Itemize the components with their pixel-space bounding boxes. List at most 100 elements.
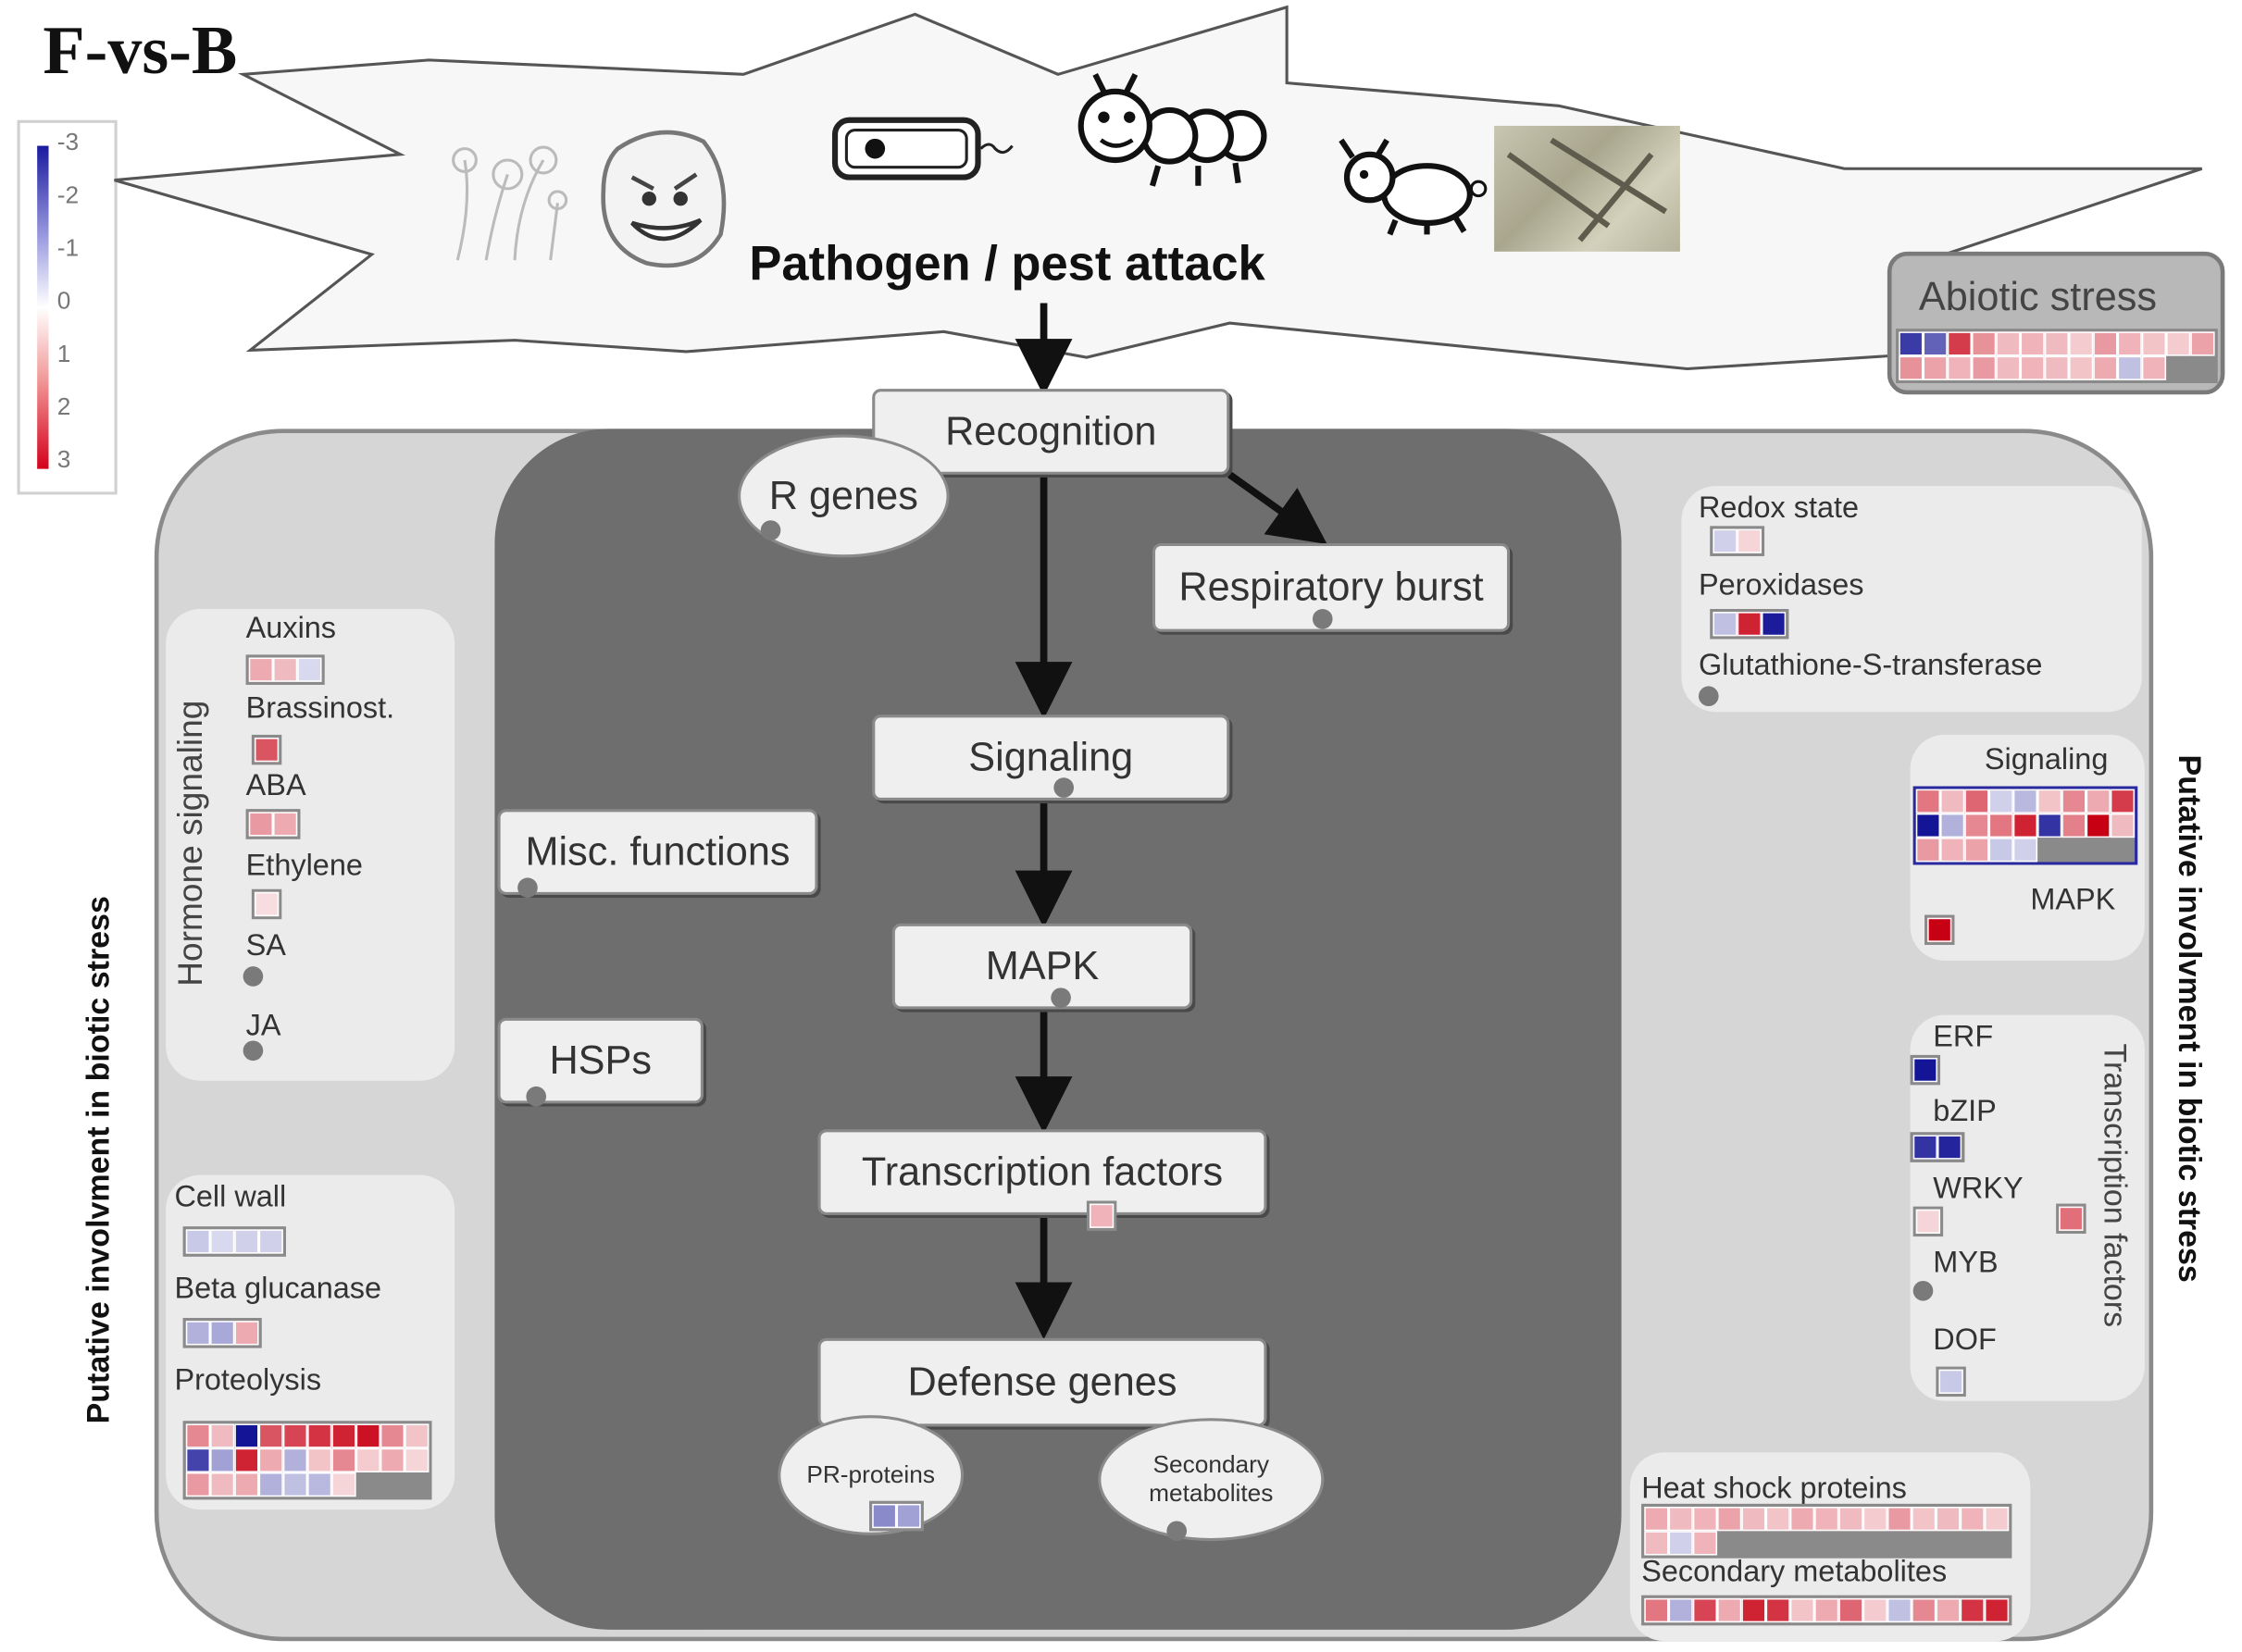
heatmap-cell	[331, 1472, 356, 1497]
hsps-box: HSPs	[497, 1017, 704, 1104]
heatmap-cell	[2110, 813, 2136, 838]
heatmap-cell	[1996, 355, 2021, 380]
heatmap-cell	[1960, 1597, 1985, 1623]
heatmap-cell	[2037, 789, 2062, 814]
heatmap-cell	[355, 1423, 380, 1448]
heatmap-cell	[1915, 813, 1941, 838]
heatmap-cell	[185, 1423, 211, 1448]
heatmap-tf-side	[2056, 1203, 2086, 1234]
myb-label: MYB	[1933, 1246, 1999, 1280]
heatmap-cell	[2037, 813, 2062, 838]
right-mapk-label: MAPK	[2030, 883, 2116, 917]
heatmap-cell	[1940, 789, 1965, 814]
legend-tick-label: 1	[56, 340, 71, 367]
heatmap-cell	[1964, 789, 1989, 814]
secondary-metabolites-dot	[1166, 1521, 1188, 1542]
heatmap-cell	[258, 1447, 283, 1472]
heatmap-cell	[405, 1447, 430, 1472]
mapk-box: MAPK	[891, 923, 1193, 1010]
left-side-label: Putative involvment in biotic stress	[80, 896, 117, 1424]
heatmap-cell	[234, 1447, 259, 1472]
heatmap-cell	[1972, 355, 1997, 380]
heatmap-cell	[282, 1447, 308, 1472]
heatmap-cell	[254, 738, 280, 763]
heatmap-cell	[1936, 1597, 1961, 1623]
heatmap-cell	[248, 812, 274, 837]
heatmap-cell	[872, 1503, 897, 1529]
heatmap-cell	[1988, 838, 2013, 863]
heatmap-signaling	[1912, 786, 2138, 865]
heatmap-cell	[1814, 1597, 1839, 1623]
heatmap-cell	[1644, 1531, 1669, 1556]
ja-dot	[243, 1040, 264, 1062]
heatmap-cell	[234, 1423, 259, 1448]
sa-label: SA	[245, 928, 286, 963]
sa-dot	[243, 966, 264, 987]
legend-tick-label: 3	[56, 445, 71, 474]
heatmap-transcription-factors	[1086, 1200, 1117, 1231]
heat-shock-label: Heat shock proteins	[1641, 1472, 1907, 1506]
heatmap-cell	[1765, 1597, 1790, 1623]
heatmap-cell	[258, 1229, 283, 1254]
heatmap-cell	[1912, 1597, 1937, 1623]
r-genes-label: R genes	[768, 473, 918, 518]
heatmap-cell	[1644, 1507, 1669, 1532]
heatmap-cell	[1737, 528, 1762, 553]
heatmap-cell	[254, 891, 280, 917]
heatmap-cell	[2117, 331, 2142, 356]
heatmap-cell	[2141, 331, 2167, 356]
heatmap-auxins	[245, 654, 325, 685]
legend-tick-label: -1	[56, 234, 80, 262]
heatmap-ethylene	[251, 888, 282, 920]
heatmap-bzip	[1910, 1132, 1965, 1162]
cell-wall-label: Cell wall	[174, 1180, 287, 1214]
heatmap-proteolysis	[182, 1421, 432, 1500]
heatmap-cell	[1717, 1597, 1742, 1623]
heatmap-cell	[1923, 331, 1948, 356]
heatmap-cell	[1972, 331, 1997, 356]
redox-state-label: Redox state	[1698, 491, 1860, 525]
heatmap-cell	[2141, 355, 2167, 380]
heatmap-cell	[1912, 1135, 1937, 1160]
heatmap-cell	[2012, 789, 2038, 814]
heatmap-cell	[2166, 331, 2191, 356]
heatmap-cell	[1947, 331, 1973, 356]
heatmap-cell	[2086, 789, 2111, 814]
heatmap-cell	[1947, 355, 1973, 380]
heatmap-cell	[258, 1423, 283, 1448]
mapk-dot	[1051, 987, 1071, 1008]
heatmap-cell	[1814, 1507, 1839, 1532]
beetle-icon	[1339, 138, 1488, 236]
heatmap-cell	[1940, 838, 1965, 863]
fungus-icon	[452, 145, 568, 261]
gst-label: Glutathione-S-transferase	[1698, 649, 2043, 682]
heatmap-cell	[1912, 1507, 1937, 1532]
redox-panel	[1681, 486, 2142, 713]
heatmap-peroxidases	[1710, 608, 1789, 640]
heatmap-cell	[1668, 1597, 1693, 1623]
signaling-box: Signaling	[872, 714, 1230, 801]
heatmap-cell	[1692, 1507, 1718, 1532]
heatmap-cell	[1789, 1597, 1815, 1623]
abiotic-stress-label: Abiotic stress	[1918, 274, 2158, 319]
heatmap-cell	[1899, 355, 1924, 380]
tf-panel	[1910, 1014, 2145, 1401]
heatmap-cell	[1964, 813, 1989, 838]
secondary-metabolites-right-label: Secondary metabolites	[1641, 1555, 1948, 1589]
heatmap-pr-proteins	[869, 1500, 924, 1532]
heatmap-cell	[282, 1423, 308, 1448]
r-genes-dot	[760, 520, 781, 540]
proteolysis-label: Proteolysis	[174, 1363, 322, 1397]
heatmap-cell	[1741, 1507, 1766, 1532]
heatmap-cell	[185, 1229, 211, 1254]
right-side-label: Putative involvment in biotic stress	[2172, 754, 2208, 1283]
pr-proteins-label: PR-proteins	[806, 1460, 935, 1488]
respiratory-burst-box: Respiratory burst	[1152, 542, 1511, 632]
legend-tick-label: -3	[56, 129, 80, 156]
heatmap-erf	[1910, 1054, 1941, 1086]
legend-gradient-bar	[37, 145, 49, 469]
